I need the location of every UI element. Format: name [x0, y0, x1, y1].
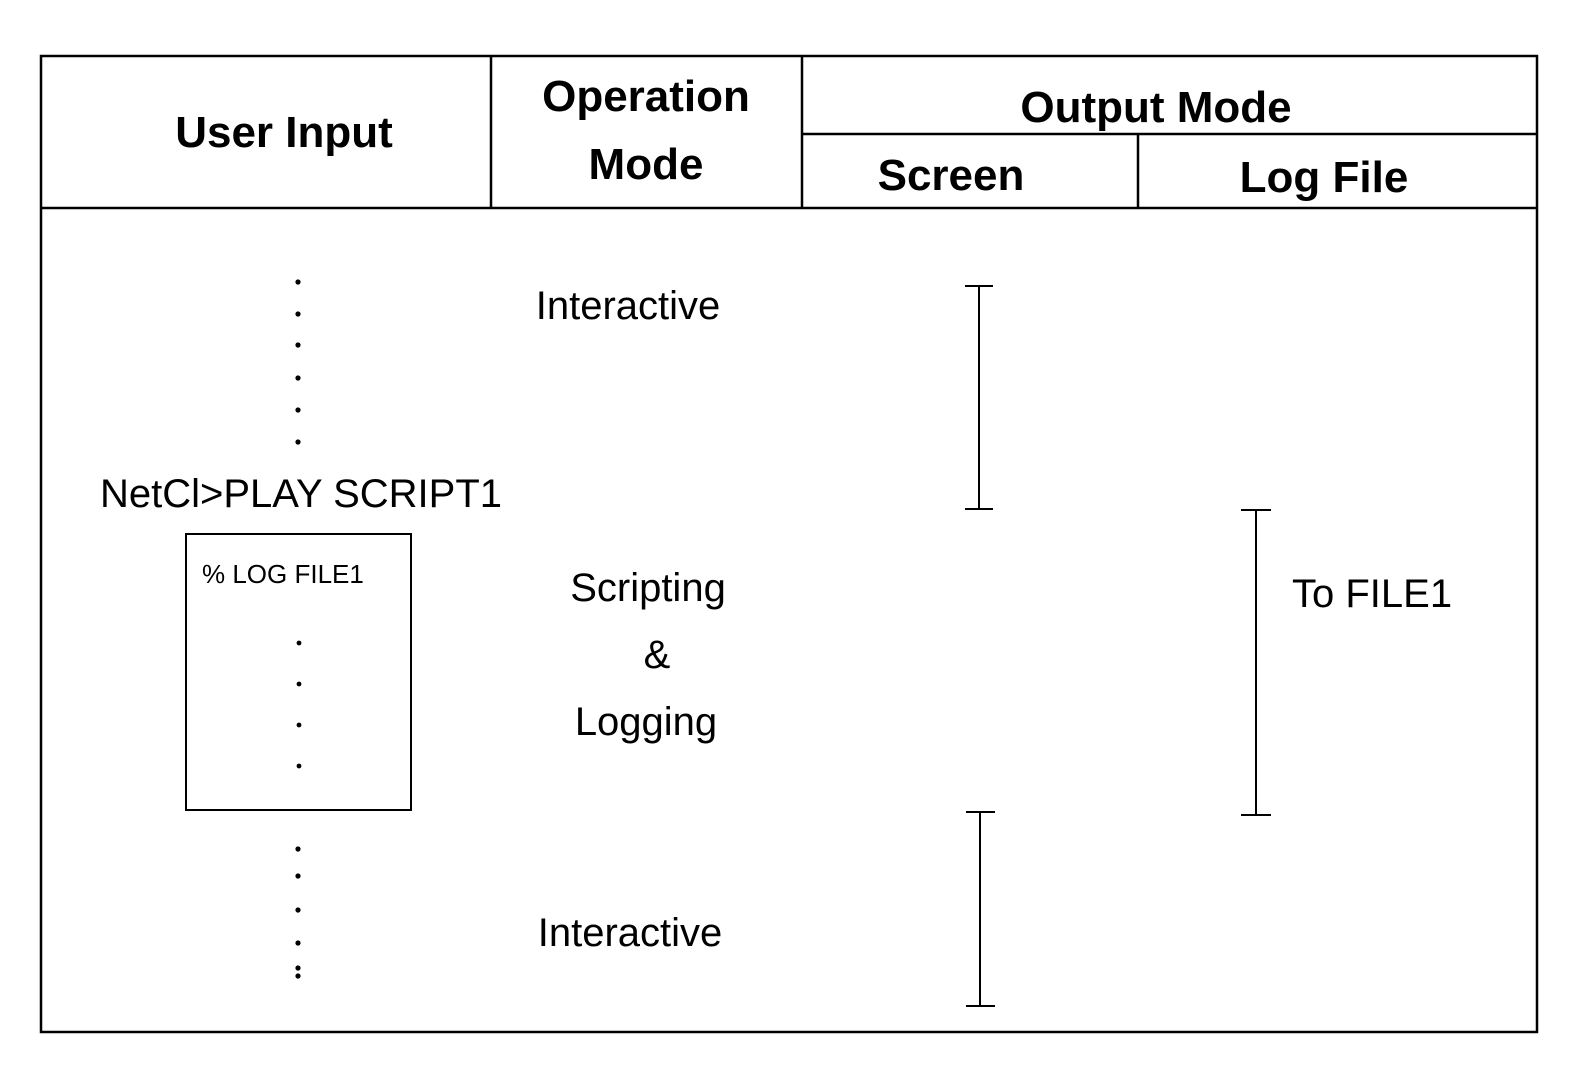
header-user-input: User Input: [175, 108, 393, 157]
command-text: NetCl>PLAY SCRIPT1: [100, 472, 502, 516]
screen-span-bottom: [966, 811, 995, 1007]
header-screen: Screen: [878, 151, 1025, 200]
ellipsis-dots-top: [295, 279, 301, 445]
log-target-text: To FILE1: [1292, 572, 1452, 616]
table-frame: [39, 54, 1539, 1034]
log-file-span: [1241, 509, 1271, 816]
header-output-mode: Output Mode: [1020, 83, 1291, 132]
header-operation-mode-line2: Mode: [589, 140, 704, 189]
script-box: % LOG FILE1: [185, 533, 412, 811]
mode-logging: Logging: [575, 700, 717, 744]
header-log-file: Log File: [1240, 153, 1409, 202]
mode-interactive-top: Interactive: [536, 284, 721, 328]
script-box-log-command: % LOG FILE1: [202, 559, 364, 589]
mode-interactive-bottom: Interactive: [538, 911, 723, 955]
mode-scripting: Scripting: [570, 566, 726, 610]
screen-span-top: [965, 285, 993, 510]
header-operation-mode-line1: Operation: [542, 72, 750, 121]
ellipsis-dots-bottom: [295, 846, 301, 979]
mode-ampersand: &: [644, 633, 671, 677]
